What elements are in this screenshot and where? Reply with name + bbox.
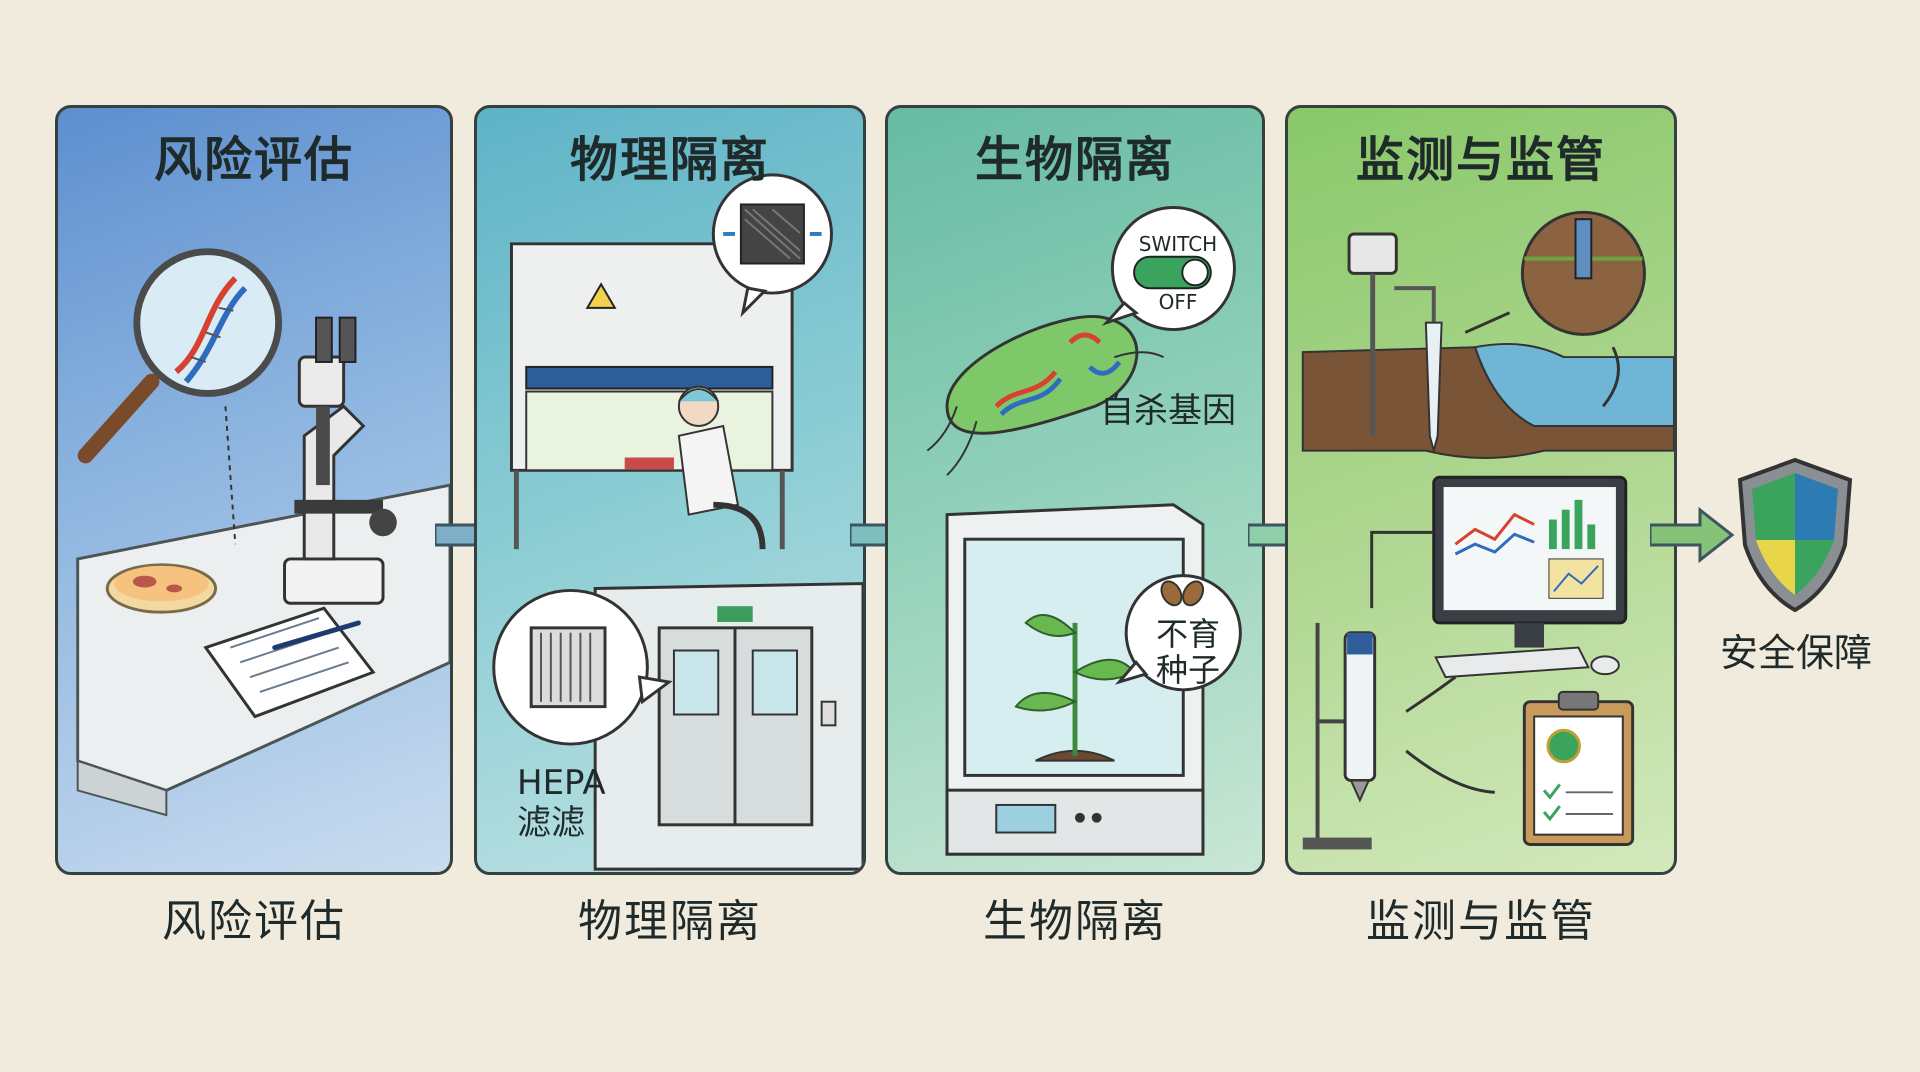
petri-dish-icon	[105, 563, 218, 614]
panel-biological-containment: 生物隔离 SWITCH OFF 自杀基因 不育 种子	[885, 105, 1265, 875]
arrow-right-icon	[1650, 506, 1735, 564]
hepa-label-line1: HEPA	[517, 763, 606, 803]
shield-icon	[1737, 457, 1853, 613]
physical-containment-illustration	[492, 173, 863, 871]
panel-monitoring-regulation: 监测与监管	[1285, 105, 1677, 875]
hepa-label-line2: 滤滤	[517, 803, 585, 843]
panel-title: 监测与监管	[1355, 132, 1606, 188]
computer-monitor-icon	[1432, 475, 1628, 679]
panel-title: 物理隔离	[569, 132, 770, 188]
bacterium-icon	[926, 315, 1165, 476]
panel-physical-containment: 物理隔离 HEPA 滤滤	[474, 105, 866, 875]
suicide-gene-label: 自杀基因	[1100, 391, 1236, 431]
caption-biological-containment: 生物隔离	[983, 896, 1167, 947]
sterile-seed-line1: 不育	[1155, 615, 1220, 653]
microscope-icon	[283, 316, 397, 605]
hepa-filter-icon	[711, 173, 833, 318]
biological-containment-illustration	[926, 206, 1242, 856]
caption-monitoring-regulation: 监测与监管	[1366, 896, 1596, 947]
seed-icon	[1160, 580, 1205, 607]
switch-icon	[1101, 206, 1236, 332]
biosafety-cabinet-icon	[509, 242, 794, 550]
caption-risk-assessment: 风险评估	[162, 896, 346, 947]
soil-probe-icon	[1347, 232, 1443, 455]
switch-label-top: SWITCH	[1138, 232, 1218, 256]
caption-physical-containment: 物理隔离	[578, 896, 762, 947]
panel-risk-assessment: 风险评估	[55, 105, 453, 875]
magnifier-dna-icon	[77, 248, 283, 464]
switch-label-bottom: OFF	[1158, 290, 1198, 314]
risk-assessment-illustration	[76, 248, 450, 817]
hepa-label: HEPA 滤滤	[517, 763, 606, 843]
panel-title: 生物隔离	[974, 132, 1175, 188]
outcome-label: 安全保障	[1719, 631, 1872, 675]
panel-title: 风险评估	[153, 132, 354, 188]
sterile-seed-label: 不育 种子	[1146, 616, 1230, 688]
water-sampler-icon	[1302, 622, 1377, 850]
sterile-seed-line2: 种子	[1155, 651, 1220, 689]
monitoring-illustration	[1301, 210, 1674, 850]
clipboard-icon	[1522, 690, 1635, 846]
cleanroom-door-icon	[593, 582, 863, 871]
notebook-icon	[203, 606, 376, 719]
